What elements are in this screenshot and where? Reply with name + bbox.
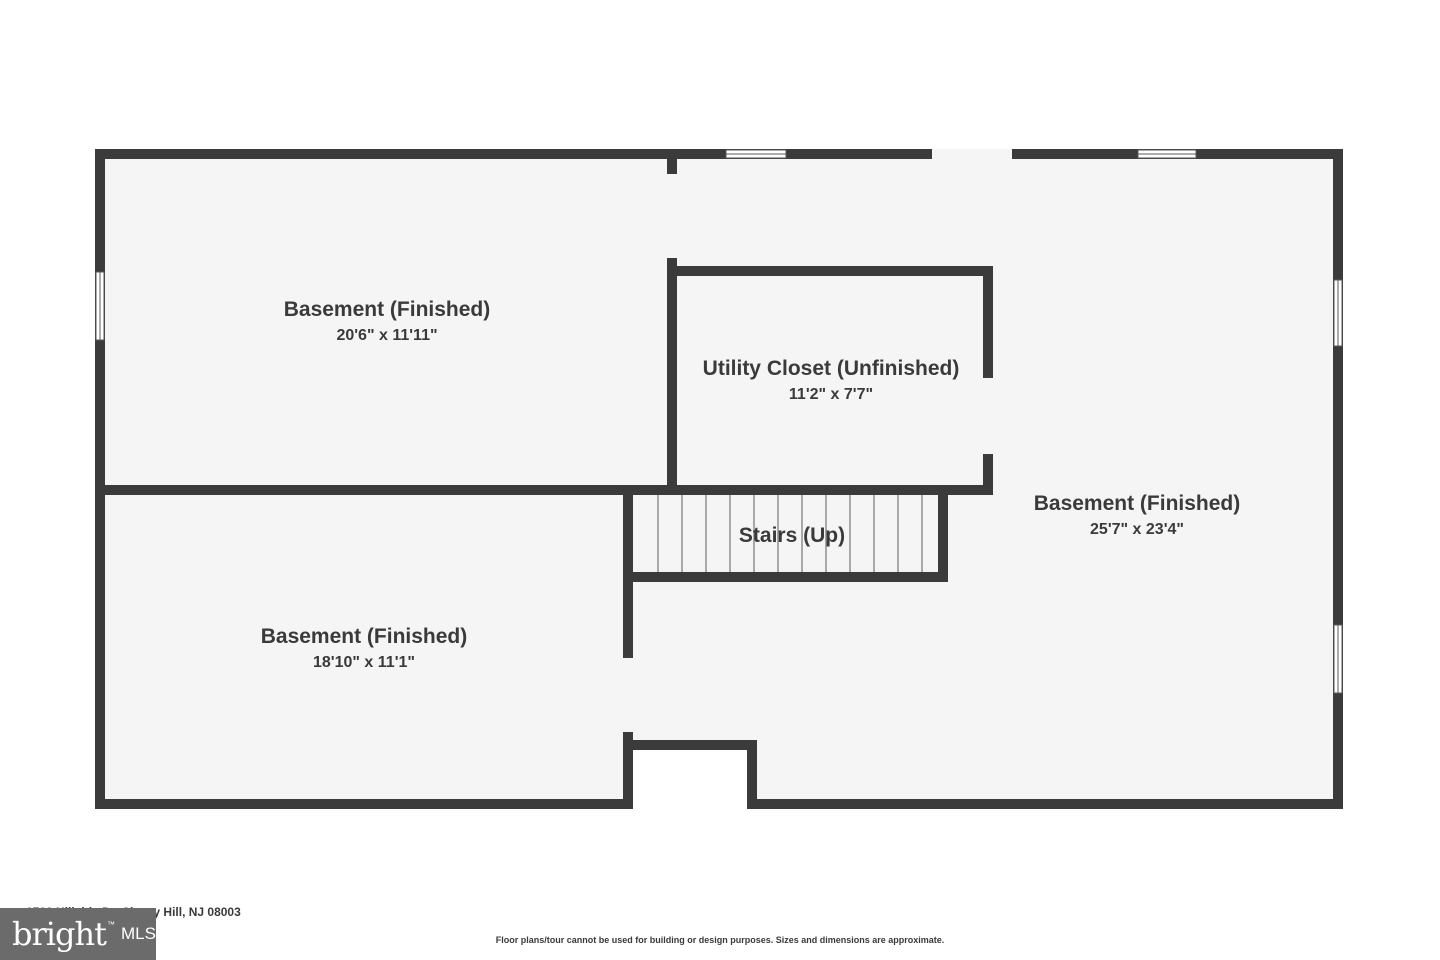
windows <box>95 149 1343 694</box>
room-dims-basement-bottom-left: 18'10" x 11'1" <box>313 654 415 671</box>
room-name-utility-closet: Utility Closet (Unfinished) <box>703 357 960 380</box>
stairs-treads <box>657 494 923 573</box>
room-dims-basement-top-left: 20'6" x 11'11" <box>336 327 437 344</box>
room-name-basement-bottom-left: Basement (Finished) <box>261 625 468 648</box>
openings <box>623 149 1012 732</box>
logo-mls: MLS <box>120 924 156 943</box>
logo-trademark: ™ <box>106 919 115 929</box>
room-name-stairs: Stairs (Up) <box>739 524 845 547</box>
doorway-utility <box>983 378 993 454</box>
doorway-top-left <box>667 174 677 258</box>
disclaimer-text: Floor plans/tour cannot be used for buil… <box>495 935 945 945</box>
room-dims-basement-right: 25'7" x 23'4" <box>1090 521 1184 538</box>
doorway-top-right <box>932 149 1012 159</box>
doorway-bottom-left <box>623 658 633 732</box>
floor-area <box>100 154 1338 804</box>
room-name-basement-right: Basement (Finished) <box>1034 492 1241 515</box>
room-name-basement-top-left: Basement (Finished) <box>284 298 491 321</box>
stairs-wall <box>623 485 948 582</box>
logo-word: bright <box>12 915 107 953</box>
exterior-wall <box>95 149 1343 809</box>
room-dims-utility-closet: 11'2" x 7'7" <box>789 386 873 403</box>
